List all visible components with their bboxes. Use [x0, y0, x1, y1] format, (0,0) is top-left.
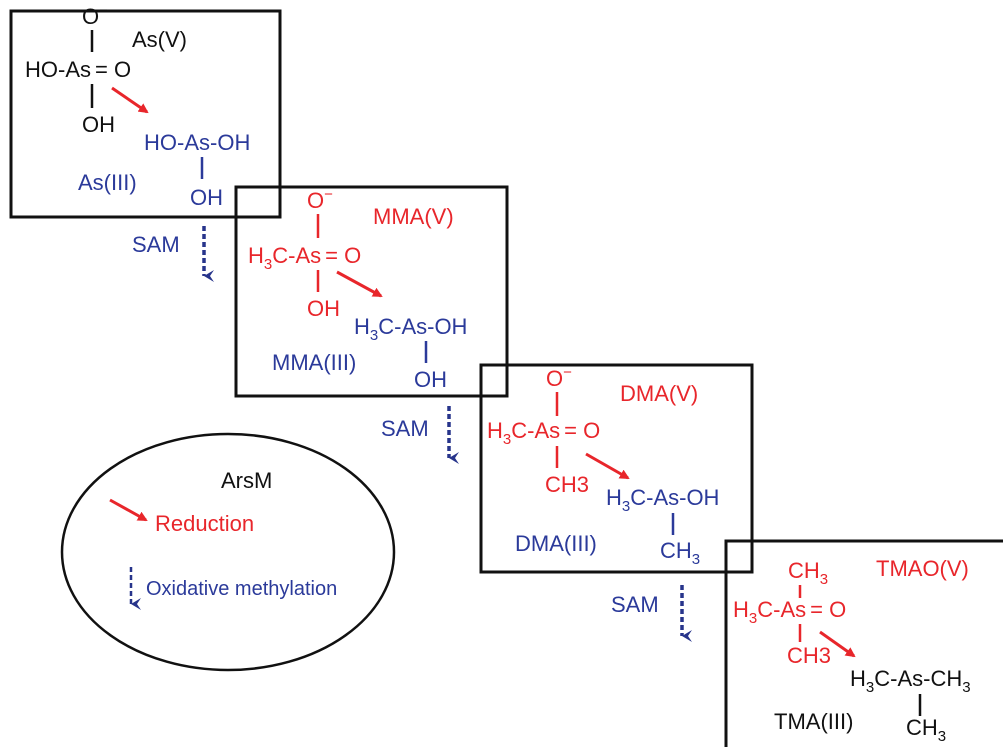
step4-formula: H3C-As= O — [733, 597, 846, 627]
step2-reduced: H3C-As-OH OH MMA(III) — [272, 314, 467, 392]
sam-label-3: SAM — [611, 592, 659, 617]
step1-bottom: OH — [82, 112, 115, 137]
step2-reduced-bottom: OH — [414, 367, 447, 392]
step4-bottom: CH3 — [787, 643, 831, 668]
step4-top: CH3 — [788, 558, 828, 588]
step1-reduced-bottom: OH — [190, 185, 223, 210]
sam-step-2: SAM — [381, 406, 459, 464]
step2-oxidized-label: MMA(V) — [373, 204, 454, 229]
legend-title: ArsM — [221, 468, 272, 493]
step3-oxidized: O− H3C-As= O CH3 DMA(V) — [487, 364, 698, 497]
step4-reduced-label: TMA(III) — [774, 709, 853, 734]
step1-oxidized-label: As(V) — [132, 27, 187, 52]
step2-formula: H3C-As= O — [248, 243, 361, 273]
legend-ellipse — [60, 432, 396, 672]
step3-reduced-formula: H3C-As-OH — [606, 485, 719, 515]
step4-oxidized-label: TMAO(V) — [876, 556, 969, 581]
step2-reduced-label: MMA(III) — [272, 350, 356, 375]
step2-bottom: OH — [307, 296, 340, 321]
step4-reduced: H3C-As-CH3 CH3 TMA(III) — [774, 666, 971, 745]
step3-formula: H3C-As= O — [487, 418, 600, 448]
step3-reduced-label: DMA(III) — [515, 531, 597, 556]
step4-oxidized: CH3 H3C-As= O CH3 TMAO(V) — [733, 556, 969, 668]
step1-formula: HO-As= O — [25, 57, 131, 82]
step3-bottom: CH3 — [545, 472, 589, 497]
step4-box — [724, 539, 1003, 747]
step1-reduced-label: As(III) — [78, 170, 137, 195]
step2-o-minus: O− — [307, 186, 333, 213]
step3-oxidized-label: DMA(V) — [620, 381, 698, 406]
step1-reduction-arrow — [111, 86, 149, 114]
step4-reduction-arrow — [819, 630, 856, 658]
legend: ArsM Reduction Oxidative methylation — [60, 432, 396, 672]
step3-reduced: H3C-As-OH CH3 DMA(III) — [515, 485, 719, 568]
step3-box — [479, 363, 754, 574]
step2-reduction-arrow — [336, 270, 383, 298]
step2-reduced-formula: H3C-As-OH — [354, 314, 467, 344]
step3-reduced-bottom: CH3 — [660, 538, 700, 568]
sam-label-1: SAM — [132, 232, 180, 257]
step1-reduced-formula: HO-As-OH — [144, 130, 250, 155]
step1-oxidized: O− HO-As= O OH As(V) — [25, 2, 187, 137]
legend-reduction-arrow — [109, 498, 148, 522]
step2-oxidized: O− H3C-As= O OH MMA(V) — [248, 186, 454, 321]
legend-reduction-label: Reduction — [155, 511, 254, 536]
step4-reduced-formula: H3C-As-CH3 — [850, 666, 971, 696]
sam-label-2: SAM — [381, 416, 429, 441]
step1-reduced: HO-As-OH OH As(III) — [78, 130, 250, 210]
step3-o-minus: O− — [546, 364, 572, 391]
step1-box — [9, 9, 282, 219]
sam-step-3: SAM — [611, 585, 692, 642]
step3-reduction-arrow — [585, 452, 630, 480]
step2-box — [234, 185, 509, 398]
step4-reduced-bottom: CH3 — [906, 715, 946, 745]
legend-methylation-label: Oxidative methylation — [146, 578, 337, 600]
sam-step-1: SAM — [132, 226, 214, 282]
step1-o-minus: O− — [82, 2, 108, 29]
